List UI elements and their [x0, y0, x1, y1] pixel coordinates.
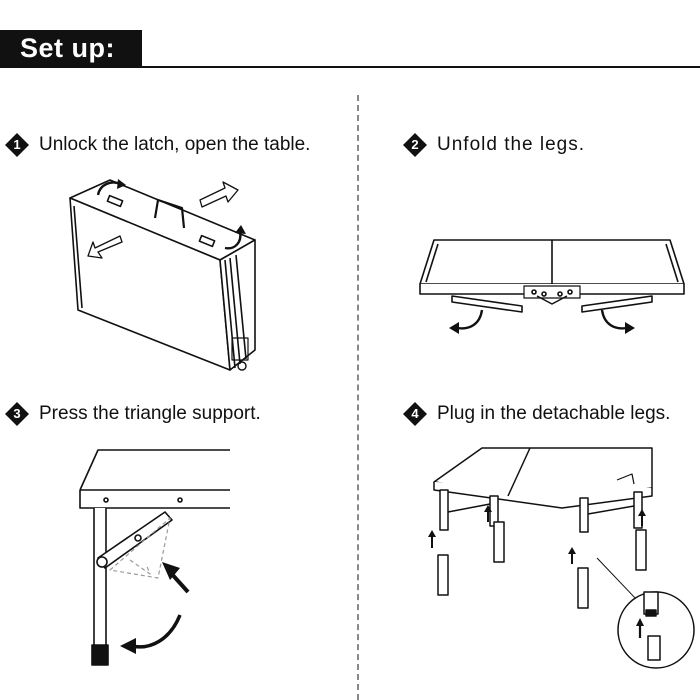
folded-table-illustration	[69, 179, 256, 371]
diamond-number-icon: 3	[4, 401, 30, 427]
step-instruction: Press the triangle support.	[39, 403, 261, 424]
step-1-caption: 1 Unlock the latch, open the table.	[4, 132, 310, 158]
step-4-caption: 4 Plug in the detachable legs.	[402, 401, 670, 427]
diamond-number-icon: 1	[4, 132, 30, 158]
triangle-support-illustration	[79, 449, 230, 666]
step-number: 2	[411, 137, 419, 152]
step-number: 4	[411, 406, 419, 421]
step-instruction: Unfold the legs.	[437, 134, 586, 155]
column-divider	[357, 95, 359, 700]
step-2-caption: 2 Unfold the legs.	[402, 132, 585, 158]
step-instruction: Unlock the latch, open the table.	[39, 134, 311, 155]
step-number: 1	[13, 137, 21, 152]
step-instruction: Plug in the detachable legs.	[437, 403, 671, 424]
diamond-number-icon: 4	[402, 401, 428, 427]
step-number: 3	[13, 406, 21, 421]
diamond-number-icon: 2	[402, 132, 428, 158]
header-rule	[0, 66, 700, 68]
step-3-caption: 3 Press the triangle support.	[4, 401, 261, 427]
detachable-legs-illustration	[428, 447, 695, 669]
section-title: Set up:	[0, 30, 142, 66]
table-unfold-illustration	[419, 239, 685, 334]
